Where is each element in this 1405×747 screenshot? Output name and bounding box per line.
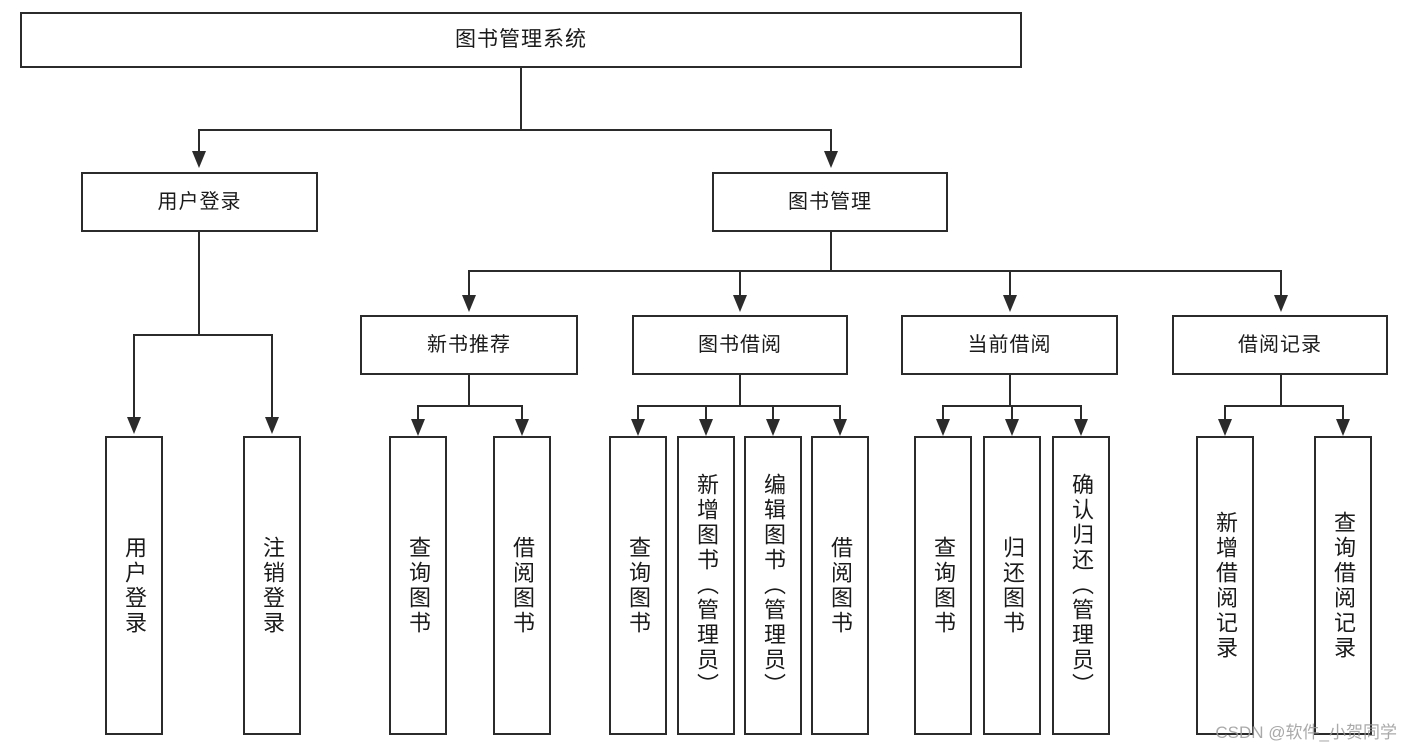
arrowhead-br-query <box>1336 419 1350 436</box>
connector-new-book-stem <box>468 375 470 407</box>
connector-br-drop-1 <box>1224 405 1226 421</box>
arrowhead-br-add <box>1218 419 1232 436</box>
arrowhead-borrow-record <box>1274 295 1288 312</box>
leaf-return-book[interactable]: 归还图书 <box>983 436 1041 735</box>
connector-new-book-drop-1 <box>417 405 419 421</box>
connector-bb-drop-4 <box>839 405 841 421</box>
leaf-confirm-return[interactable]: 确认归还（管理员） <box>1052 436 1110 735</box>
arrowhead-nb-borrow <box>515 419 529 436</box>
leaf-book-borrow-query-label: 查询图书 <box>626 535 651 636</box>
connector-borrow-record-stem <box>1280 375 1282 407</box>
connector-book-mgmt-drop-4 <box>1280 270 1282 296</box>
leaf-current-query[interactable]: 查询图书 <box>914 436 972 735</box>
connector-cb-drop-1 <box>942 405 944 421</box>
node-root[interactable]: 图书管理系统 <box>20 12 1022 68</box>
leaf-new-book-query[interactable]: 查询图书 <box>389 436 447 735</box>
connector-new-book-drop-2 <box>521 405 523 421</box>
arrowhead-cb-confirm <box>1074 419 1088 436</box>
node-book-management-label: 图书管理 <box>788 190 872 213</box>
leaf-book-edit-label: 编辑图书（管理员） <box>761 473 786 698</box>
connector-borrow-record-bus <box>1224 405 1342 407</box>
connector-user-login-bus <box>133 334 271 336</box>
arrowhead-bb-edit <box>766 419 780 436</box>
connector-user-login-stem <box>198 232 200 335</box>
node-user-login[interactable]: 用户登录 <box>81 172 318 232</box>
connector-bb-drop-2 <box>705 405 707 421</box>
leaf-logout[interactable]: 注销登录 <box>243 436 301 735</box>
leaf-current-query-label: 查询图书 <box>931 535 956 636</box>
arrowhead-nb-query <box>411 419 425 436</box>
node-book-borrow[interactable]: 图书借阅 <box>632 315 848 375</box>
connector-root-stem <box>520 68 522 130</box>
arrowhead-bb-query <box>631 419 645 436</box>
node-current-borrow-label: 当前借阅 <box>967 333 1052 356</box>
connector-root-drop-right <box>830 129 832 153</box>
leaf-query-record[interactable]: 查询借阅记录 <box>1314 436 1372 735</box>
leaf-new-book-borrow-label: 借阅图书 <box>510 535 535 636</box>
arrowhead-current-borrow <box>1003 295 1017 312</box>
node-book-management[interactable]: 图书管理 <box>712 172 948 232</box>
connector-bb-drop-3 <box>772 405 774 421</box>
leaf-confirm-return-label: 确认归还（管理员） <box>1069 473 1094 698</box>
leaf-add-record[interactable]: 新增借阅记录 <box>1196 436 1254 735</box>
connector-bb-drop-1 <box>637 405 639 421</box>
arrowhead-leaf-user-login <box>127 417 141 434</box>
node-borrow-record-label: 借阅记录 <box>1238 333 1322 356</box>
connector-root-bus <box>198 129 832 131</box>
leaf-user-login[interactable]: 用户登录 <box>105 436 163 735</box>
node-new-book-recommend-label: 新书推荐 <box>427 333 511 356</box>
arrowhead-user-login <box>192 151 206 168</box>
leaf-add-record-label: 新增借阅记录 <box>1213 510 1238 661</box>
connector-root-drop-left <box>198 129 200 153</box>
connector-br-drop-2 <box>1342 405 1344 421</box>
leaf-user-login-label: 用户登录 <box>122 535 147 636</box>
leaf-new-book-borrow[interactable]: 借阅图书 <box>493 436 551 735</box>
arrowhead-leaf-logout <box>265 417 279 434</box>
arrowhead-bb-borrow <box>833 419 847 436</box>
connector-user-login-drop-1 <box>133 334 135 418</box>
node-new-book-recommend[interactable]: 新书推荐 <box>360 315 578 375</box>
leaf-book-add[interactable]: 新增图书（管理员） <box>677 436 735 735</box>
connector-cb-drop-3 <box>1080 405 1082 421</box>
leaf-new-book-query-label: 查询图书 <box>406 535 431 636</box>
connector-book-borrow-bus <box>637 405 841 407</box>
connector-current-borrow-stem <box>1009 375 1011 407</box>
arrowhead-book-borrow <box>733 295 747 312</box>
connector-book-mgmt-drop-1 <box>468 270 470 296</box>
arrowhead-cb-query <box>936 419 950 436</box>
leaf-book-borrow-action[interactable]: 借阅图书 <box>811 436 869 735</box>
leaf-return-book-label: 归还图书 <box>1000 535 1025 636</box>
node-book-borrow-label: 图书借阅 <box>698 333 782 356</box>
arrowhead-new-book <box>462 295 476 312</box>
connector-book-mgmt-bus <box>468 270 1280 272</box>
leaf-book-edit[interactable]: 编辑图书（管理员） <box>744 436 802 735</box>
leaf-book-add-label: 新增图书（管理员） <box>694 473 719 698</box>
connector-book-mgmt-drop-3 <box>1009 270 1011 296</box>
arrowhead-bb-add <box>699 419 713 436</box>
connector-book-mgmt-drop-2 <box>739 270 741 296</box>
leaf-query-record-label: 查询借阅记录 <box>1331 510 1356 661</box>
arrowhead-book-mgmt <box>824 151 838 168</box>
node-root-label: 图书管理系统 <box>455 27 587 51</box>
node-borrow-record[interactable]: 借阅记录 <box>1172 315 1388 375</box>
leaf-book-borrow-action-label: 借阅图书 <box>828 535 853 636</box>
node-current-borrow[interactable]: 当前借阅 <box>901 315 1118 375</box>
leaf-logout-label: 注销登录 <box>260 535 285 636</box>
node-user-login-label: 用户登录 <box>157 190 242 213</box>
connector-book-borrow-stem <box>739 375 741 407</box>
connector-cb-drop-2 <box>1011 405 1013 421</box>
arrowhead-cb-return <box>1005 419 1019 436</box>
connector-user-login-drop-2 <box>271 334 273 418</box>
leaf-book-borrow-query[interactable]: 查询图书 <box>609 436 667 735</box>
connector-book-mgmt-stem <box>830 232 832 272</box>
connector-new-book-bus <box>417 405 521 407</box>
